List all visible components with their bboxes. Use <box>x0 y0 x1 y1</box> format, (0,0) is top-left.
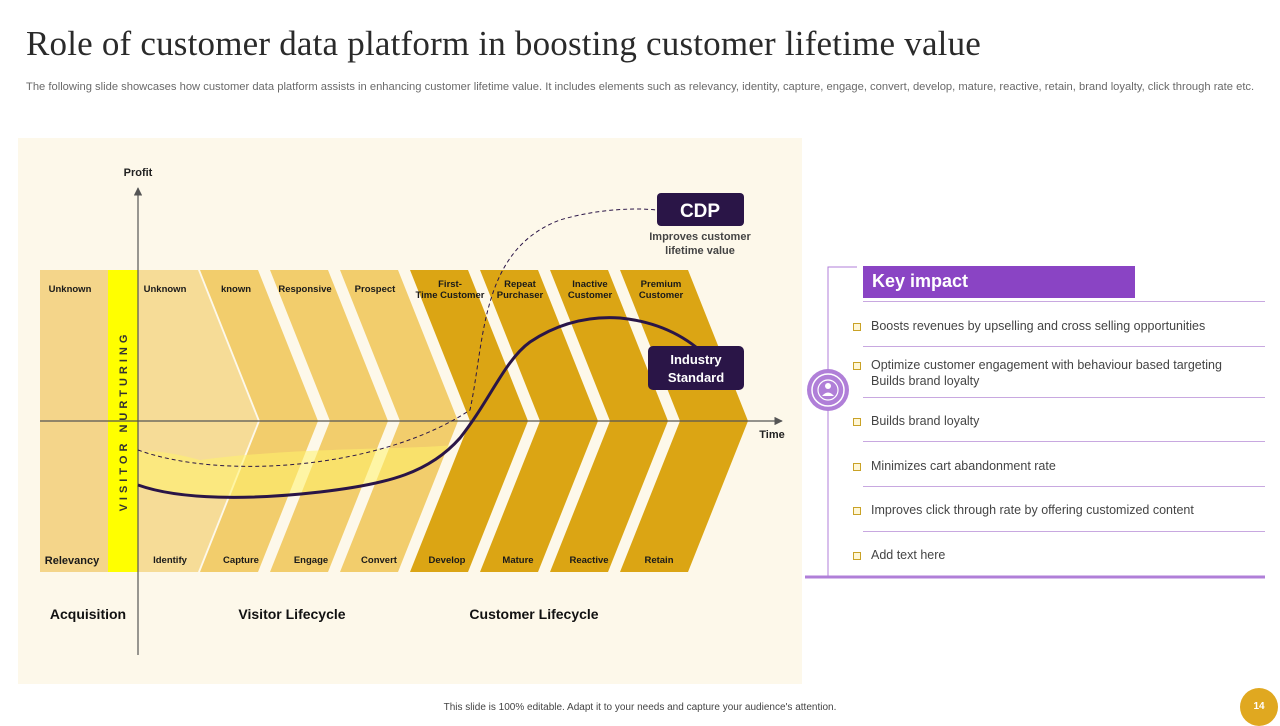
top-stage-label-6-line-1: Repeat <box>504 279 537 290</box>
slide-title: Role of customer data platform in boosti… <box>26 24 982 63</box>
top-stage-label-4: Prospect <box>355 284 396 295</box>
key-impact-divider <box>863 441 1265 442</box>
key-impact-divider <box>863 531 1265 532</box>
key-impact-item: Boosts revenues by upselling and cross s… <box>871 319 1206 333</box>
key-impact-bullet <box>853 463 861 471</box>
bottom-stage-label-3: Engage <box>294 555 328 566</box>
bottom-stage-labels: Relevancy Identify Capture Engage Convert Dev… <box>45 555 674 567</box>
cdp-dashed-curve <box>137 208 657 467</box>
key-impact-bullet <box>853 418 861 426</box>
bottom-stage-label-2: Capture <box>223 555 259 566</box>
top-stage-label-6-line-2: Purchaser <box>497 290 544 301</box>
industry-standard-line-2: Standard <box>668 370 724 385</box>
slide-footer: This slide is 100% editable. Adapt it to… <box>443 702 837 713</box>
key-impact-divider <box>863 346 1265 347</box>
key-impact-bullet <box>853 552 861 560</box>
top-stage-label-2: known <box>221 284 251 295</box>
axis-x-label: Time <box>759 429 784 441</box>
top-stage-label-3: Responsive <box>278 284 331 295</box>
target-people-icon <box>807 369 849 411</box>
key-impact-bullet <box>853 323 861 331</box>
slide-subtitle: The following slide showcases how custom… <box>26 81 1255 93</box>
bottom-stage-label-8: Retain <box>644 555 673 566</box>
phase-visitor-lifecycle: Visitor Lifecycle <box>238 606 345 622</box>
cdp-caption-line-1: Improves customer <box>649 231 751 243</box>
key-impact-item: Add text here <box>871 548 946 562</box>
key-impact-item: Improves click through rate by offering … <box>871 503 1194 517</box>
bottom-stage-label-5: Develop <box>429 555 466 566</box>
page-number-badge: 14 <box>1240 688 1278 726</box>
cdp-badge-label: CDP <box>680 201 720 222</box>
phase-acquisition: Acquisition <box>50 606 126 622</box>
top-stage-label-1: Unknown <box>144 284 187 295</box>
top-stage-label-0: Unknown <box>49 284 92 295</box>
low-profit-area <box>138 445 455 499</box>
top-stage-labels: Unknown Unknown known Responsive Prospect Fir… <box>49 279 684 301</box>
axis-y-label: Profit <box>124 167 153 179</box>
key-impact-connector <box>827 266 857 578</box>
phase-customer-lifecycle: Customer Lifecycle <box>469 606 598 622</box>
key-impact-divider <box>863 301 1265 302</box>
top-stage-label-7-line-1: Inactive <box>572 279 607 290</box>
bottom-stage-label-1: Identify <box>153 555 187 566</box>
industry-standard-curve <box>137 316 714 499</box>
industry-standard-badge <box>648 346 744 390</box>
key-impact-divider <box>863 397 1265 398</box>
visitor-nurturing-label: VISITOR NURTURING <box>118 331 130 512</box>
bottom-stage-label-4: Convert <box>361 555 398 566</box>
key-impact-item: Minimizes cart abandonment rate <box>871 459 1056 473</box>
top-stage-label-8-line-1: Premium <box>641 279 682 290</box>
bottom-stage-label-0: Relevancy <box>45 555 100 567</box>
key-impact-item: Optimize customer engagement with behavi… <box>871 358 1222 388</box>
top-stage-label-7-line-2: Customer <box>568 290 613 301</box>
cdp-badge <box>657 193 744 226</box>
key-impact-item: Builds brand loyalty <box>871 414 980 428</box>
key-impact-title: Key impact <box>863 266 1135 298</box>
key-impact-bullet <box>853 362 861 370</box>
key-impact-divider <box>863 486 1265 487</box>
cdp-caption-line-2: lifetime value <box>665 245 735 257</box>
bottom-stage-label-6: Mature <box>502 555 533 566</box>
bottom-stage-label-7: Reactive <box>569 555 608 566</box>
top-stage-label-5-line-2: Time Customer <box>416 290 485 301</box>
industry-standard-line-1: Industry <box>670 352 722 367</box>
top-stage-label-5-line-1: First- <box>438 279 462 290</box>
key-impact-bullet <box>853 507 861 515</box>
top-stage-label-8-line-2: Customer <box>639 290 684 301</box>
